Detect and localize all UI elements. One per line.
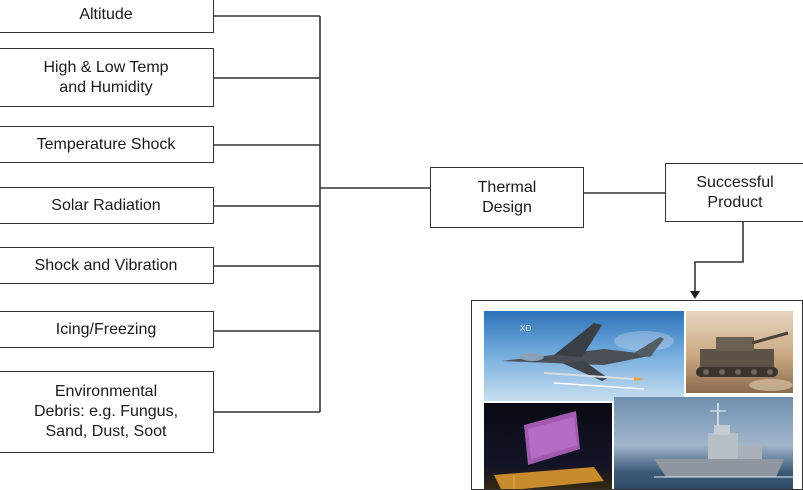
radar-panel-icon [494,411,604,489]
factor-icing-freezing: Icing/Freezing [0,311,214,348]
product-photo-collage: XD [471,300,803,490]
tank-icon [696,331,793,391]
factor-temperature-shock: Temperature Shock [0,126,214,163]
tank-photo [686,311,793,393]
factor-shock-vibration: Shock and Vibration [0,247,214,284]
warship-icon [654,403,793,478]
factor-environmental-debris: Environmental Debris: e.g. Fungus, Sand,… [0,371,214,453]
jet-marking-label: XD [520,324,531,333]
fighter-jet-icon: XD [502,323,674,390]
thermal-design-box: Thermal Design [430,167,584,228]
warship-photo [614,397,793,489]
fighter-jet-photo: XD [484,311,684,401]
factor-high-low-temp-humidity: High & Low Temp and Humidity [0,48,214,107]
factor-solar-radiation: Solar Radiation [0,187,214,224]
factor-altitude: Altitude [0,0,214,33]
successful-product-box: Successful Product [665,163,803,222]
radar-array-photo [484,403,612,489]
